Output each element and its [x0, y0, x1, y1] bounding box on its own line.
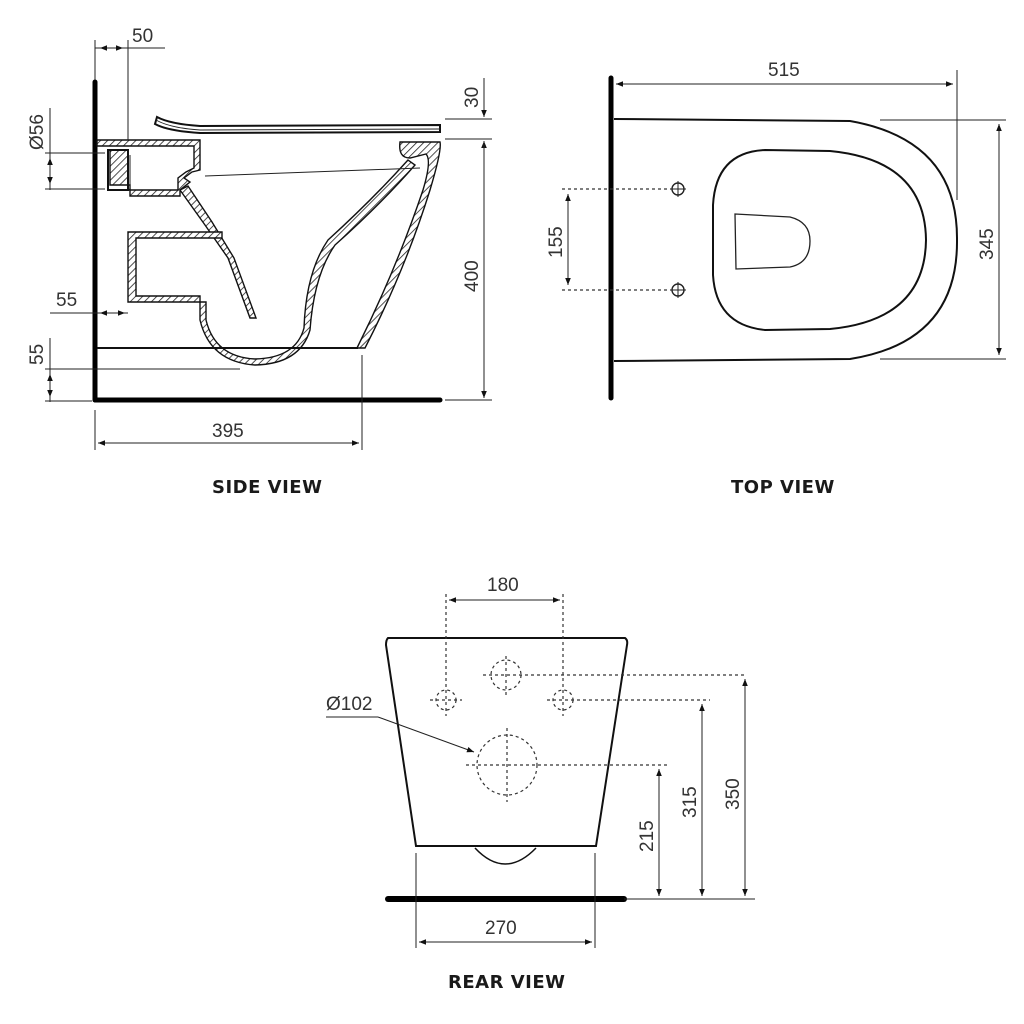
- dim-height: 400: [445, 141, 492, 401]
- inlet-hole: [483, 656, 745, 695]
- dim-bolt-height: 315: [680, 704, 705, 896]
- dim-outlet-height: 55: [27, 338, 240, 402]
- dim-label-180: 180: [487, 575, 519, 596]
- toilet-seat: [153, 115, 441, 135]
- rear-view-title: REAR VIEW: [448, 972, 566, 993]
- dim-inlet-diameter: Ø56: [27, 108, 105, 190]
- dim-outlet-height: 215: [637, 769, 662, 896]
- top-view-title: TOP VIEW: [731, 477, 835, 498]
- dim-outlet-offset: 55: [50, 290, 128, 316]
- bolt-hole-bottom: [670, 282, 686, 298]
- rear-inlet-section: [96, 139, 201, 197]
- top-view: 155 515 345 TOP VIEW: [546, 60, 1006, 498]
- dim-label-30: 30: [462, 87, 483, 108]
- dim-bolt-spacing: 155: [546, 194, 571, 285]
- dim-bolt-spacing: 180: [449, 575, 560, 603]
- side-view-title: SIDE VIEW: [212, 477, 322, 498]
- bolt-hole-left: [430, 594, 462, 716]
- drain-opening: [734, 213, 811, 270]
- bowl-bottom-curve: [474, 847, 537, 865]
- dim-label-50: 50: [132, 26, 153, 47]
- dim-label-515: 515: [768, 60, 800, 81]
- bowl-outline: [613, 118, 959, 362]
- side-view: 50 Ø56 55 55 395: [27, 26, 492, 498]
- dim-length: 515: [616, 60, 958, 200]
- dim-label-345: 345: [977, 228, 998, 260]
- dim-label-56: Ø56: [27, 114, 48, 150]
- dim-label-350: 350: [723, 778, 744, 810]
- outlet-hole: [466, 728, 668, 802]
- inlet-pipe: [107, 149, 129, 191]
- dim-width: 345: [880, 119, 1006, 360]
- dim-seat-thickness: 30: [445, 78, 492, 160]
- bowl-opening: [712, 148, 928, 332]
- bowl-front-wall: [355, 141, 441, 349]
- bolt-hole-right: [547, 594, 710, 716]
- dim-inlet-height: 350: [723, 679, 748, 896]
- dim-label-55-horizontal: 55: [56, 290, 77, 311]
- dim-base-width: 270: [415, 853, 596, 948]
- bolt-hole-top: [670, 181, 686, 197]
- dim-label-400: 400: [462, 260, 483, 292]
- bowl-rear-outline: [384, 637, 629, 847]
- dim-label-270: 270: [485, 918, 517, 939]
- dim-depth: 395: [94, 355, 363, 450]
- dim-wall-offset: 50: [94, 26, 165, 140]
- dim-label-155: 155: [546, 226, 567, 258]
- dim-label-315: 315: [680, 786, 701, 818]
- dim-label-395: 395: [212, 421, 244, 442]
- dim-label-55-vertical: 55: [27, 344, 48, 365]
- dim-label-102: Ø102: [326, 694, 372, 715]
- dim-label-215: 215: [637, 820, 658, 852]
- dim-outlet-diameter: Ø102: [326, 694, 475, 753]
- rear-view: Ø102 180 270 215 315 350 REAR VIEW: [326, 575, 755, 993]
